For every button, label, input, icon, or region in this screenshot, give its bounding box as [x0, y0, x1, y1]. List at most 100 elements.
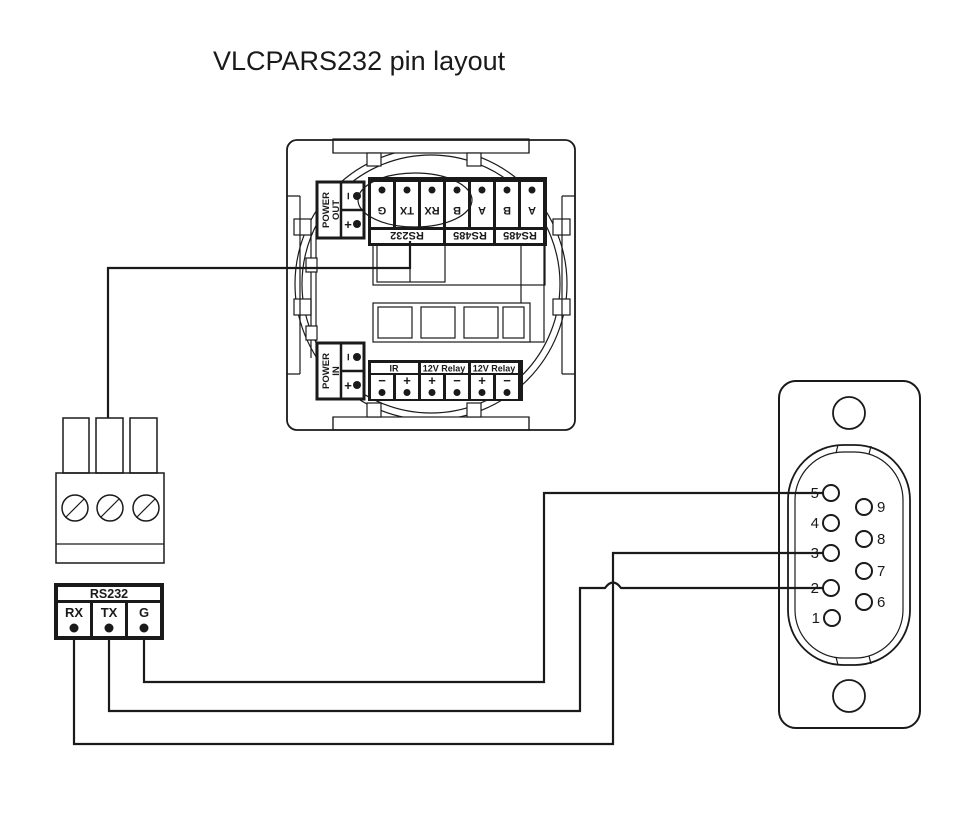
db9-pin-5-label: 5: [811, 485, 819, 502]
group-label-rs485-2: RS485: [503, 229, 537, 241]
power-out-label-word1: POWER: [321, 192, 332, 228]
db9-pin-9-label: 9: [877, 499, 885, 516]
bottom-terminal-strip: IR 12V Relay 12V Relay − + + − + −: [368, 360, 523, 401]
rs232-block-title: RS232: [90, 587, 128, 601]
group-bar-relay2: [471, 363, 518, 373]
terminal-pin-middle: [95, 417, 124, 474]
group-label-ir: IR: [390, 364, 400, 374]
screw-icon: [132, 494, 160, 522]
terminal-dot: [453, 389, 461, 396]
device-inner-band-middle: [372, 302, 531, 343]
terminal-dot: [478, 389, 486, 396]
terminal-cell-b1: [446, 182, 468, 227]
power-out-plus-label: +: [344, 217, 352, 232]
power-in-plus-label: +: [344, 378, 352, 393]
terminal-dot: [453, 186, 461, 194]
db9-pin-4: [822, 514, 840, 532]
db9-body: [778, 380, 921, 729]
terminal-dot: [478, 186, 486, 194]
relay-sign-3: +: [428, 373, 436, 388]
db9-pin-1-label: 1: [812, 610, 820, 627]
wire-tx-to-db9-pin2: [107, 581, 823, 713]
device-top-clip-right: [466, 152, 482, 167]
terminal-body: [55, 472, 165, 564]
relay-sign-2: +: [403, 373, 411, 388]
device-top-clip-left: [366, 152, 382, 167]
terminal-cell-g: [371, 182, 393, 227]
diagram-title: VLCPARS232 pin layout: [213, 46, 506, 76]
db9-pin-1: [823, 609, 841, 627]
wall-plate-device: POWER OUT − + G TX RX B: [286, 138, 576, 431]
device-face-inner-circle: [301, 154, 561, 414]
db9-pin-9: [855, 498, 873, 516]
db9-pin-8: [855, 530, 873, 548]
group-bar-rs232: [371, 230, 443, 243]
rs232-pin-tx-terminal: [104, 623, 114, 633]
terminal-pin-right: [129, 417, 158, 474]
screw-icon: [96, 494, 124, 522]
wire-device-tx-to-terminal: [106, 241, 412, 418]
power-out-block: POWER OUT − +: [315, 180, 366, 240]
power-out-label-word2: OUT: [331, 200, 342, 220]
group-bar-relay1: [421, 363, 468, 373]
device-bottom-clip-left: [366, 402, 382, 418]
terminal-dot: [503, 389, 511, 396]
top-terminal-strip: G TX RX B A B A RS232 RS485 RS485: [368, 177, 547, 246]
relay-sign-1: −: [378, 373, 386, 388]
relay-cell-5: [471, 375, 493, 399]
db9-pin-3-label: 3: [811, 545, 819, 562]
screw-terminal-block: [55, 417, 165, 564]
db9-pin-2-label: 2: [811, 580, 819, 597]
pin-label-b1: B: [453, 204, 461, 216]
rs232-pin-g-label: G: [139, 605, 149, 620]
db9-pin-5: [822, 484, 840, 502]
power-in-minus-terminal: [353, 353, 361, 361]
terminal-dot: [503, 186, 511, 194]
device-bottom-clip-right: [466, 402, 482, 418]
screw-slot: [100, 498, 120, 518]
group-label-relay1: 12V Relay: [423, 364, 466, 374]
device-mounting-frame: [286, 139, 576, 431]
rs232-pin-g-terminal: [139, 623, 149, 633]
terminal-dot: [528, 186, 536, 194]
terminal-dot: [403, 186, 411, 194]
power-in-label-word1: POWER: [321, 353, 332, 389]
power-in-minus-label: −: [341, 353, 356, 361]
db9-pin-3: [822, 544, 840, 562]
device-left-rail-clip-1: [305, 257, 318, 273]
db9-pin-2: [822, 579, 840, 597]
device-left-clip-upper: [293, 218, 312, 236]
screw-slot: [136, 498, 156, 518]
device-inner-slot-4: [502, 306, 525, 339]
device-bottom-plate: [332, 416, 530, 431]
pin-label-tx: TX: [399, 204, 414, 216]
wire-rx-to-db9-pin3: [72, 551, 823, 746]
terminal-cell-a2: [521, 182, 543, 227]
group-bar-rs485-2: [496, 230, 543, 243]
db9-screw-hole-bottom: [832, 679, 866, 713]
rs232-pin-tx-label: TX: [101, 605, 118, 620]
db9-shell-marks: [835, 444, 872, 666]
db9-screw-hole-top: [832, 396, 866, 430]
device-frame-segments: [287, 140, 575, 430]
group-label-relay2: 12V Relay: [473, 364, 516, 374]
pin-label-rx: RX: [424, 204, 440, 216]
rs232-pin-rx-terminal: [69, 623, 79, 633]
terminal-cell-tx: [396, 182, 418, 227]
db9-shell-inner: [794, 451, 904, 659]
group-label-rs232: RS232: [390, 229, 424, 241]
relay-sign-5: +: [478, 373, 486, 388]
wire-g-to-db9-pin5: [142, 491, 823, 684]
rs232-pin-rx-label: RX: [65, 605, 83, 620]
relay-cell-6: [496, 375, 518, 399]
pin-label-a1: A: [478, 204, 486, 216]
terminal-dot: [428, 389, 436, 396]
db9-pins: 5 4 3 2 1 9 8 7 6: [811, 484, 885, 627]
device-inner-slot-3: [463, 306, 499, 339]
power-out-minus-label: −: [341, 192, 356, 200]
db9-shell-outer: [787, 444, 911, 666]
device-left-rail-clip-2: [305, 325, 318, 341]
db9-pin-4-label: 4: [811, 515, 819, 532]
device-top-plate: [332, 138, 530, 154]
